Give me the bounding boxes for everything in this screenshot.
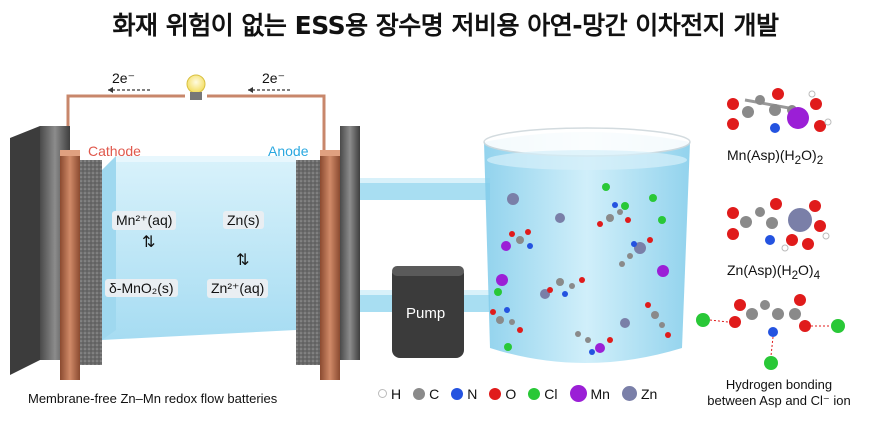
wire-right xyxy=(207,94,326,150)
pump xyxy=(392,266,464,358)
electrolyte-tank xyxy=(484,132,690,363)
hydrogen-bonding-model xyxy=(696,294,845,370)
cathode-product: δ-MnO₂(s) xyxy=(105,279,178,297)
zn-ion xyxy=(507,193,519,205)
electron-arrow-left xyxy=(108,87,113,93)
electron-arrow-right xyxy=(248,87,253,93)
legend-item-mn: Mn xyxy=(569,385,610,402)
electron-label-right: 2e⁻ xyxy=(262,70,285,86)
cl-ion xyxy=(602,183,610,191)
anode-equilibrium-arrow: ⇅ xyxy=(236,252,250,269)
legend-item-cl: Cl xyxy=(528,386,558,402)
cathode-felt xyxy=(80,160,102,365)
flow-tube-top xyxy=(360,178,490,200)
mn-asp-complex-model xyxy=(727,88,832,133)
cathode-label: Cathode xyxy=(88,143,141,159)
asp-complex-6 xyxy=(575,331,613,355)
zn-complex-caption: Zn(Asp)(H2O)4 xyxy=(727,262,821,282)
cathode-reactant: Mn²⁺(aq) xyxy=(112,211,177,230)
mn-ion xyxy=(496,274,508,286)
light-bulb-icon xyxy=(186,74,206,94)
anode-felt xyxy=(296,160,320,365)
asp-complex-1 xyxy=(501,229,533,251)
legend-item-n: N xyxy=(451,386,477,402)
electron-label-left: 2e⁻ xyxy=(112,70,135,86)
electrolyte-chamber xyxy=(102,156,296,340)
asp-complex-4 xyxy=(547,277,585,297)
asp-complex-2 xyxy=(597,202,631,227)
anode-product: Zn²⁺(aq) xyxy=(207,279,269,298)
anode-label: Anode xyxy=(268,143,309,159)
anode-collector xyxy=(320,150,340,380)
legend-item-h: H xyxy=(378,386,401,402)
bulb-base xyxy=(190,92,202,100)
element-legend: H C N O Cl Mn Zn xyxy=(378,385,665,402)
zn-asp-complex-model xyxy=(727,198,830,252)
anode-reactant: Zn(s) xyxy=(223,211,264,229)
asp-complex-5 xyxy=(490,307,523,333)
end-plate-left xyxy=(10,126,40,375)
legend-item-c: C xyxy=(413,386,439,402)
asp-complex-7 xyxy=(645,302,671,338)
hbond-caption-line1: Hydrogen bonding xyxy=(725,377,833,392)
hbond-caption-line2: between Asp and Cl⁻ ion xyxy=(707,393,851,408)
cathode-equilibrium-arrow: ⇅ xyxy=(142,234,156,251)
legend-item-zn: Zn xyxy=(621,386,657,402)
end-plate-right xyxy=(340,126,360,360)
wire-left xyxy=(66,94,185,150)
legend-item-o: O xyxy=(489,386,516,402)
asp-complex-3 xyxy=(619,237,653,267)
pump-label: Pump xyxy=(406,305,446,322)
page-title: 화재 위험이 없는 ESS용 장수명 저비용 아연-망간 이차전지 개발 xyxy=(112,11,779,40)
mn-complex-caption: Mn(Asp)(H2O)2 xyxy=(727,147,824,167)
battery-caption: Membrane-free Zn–Mn redox flow batteries xyxy=(28,391,278,406)
cathode-collector xyxy=(60,150,80,380)
